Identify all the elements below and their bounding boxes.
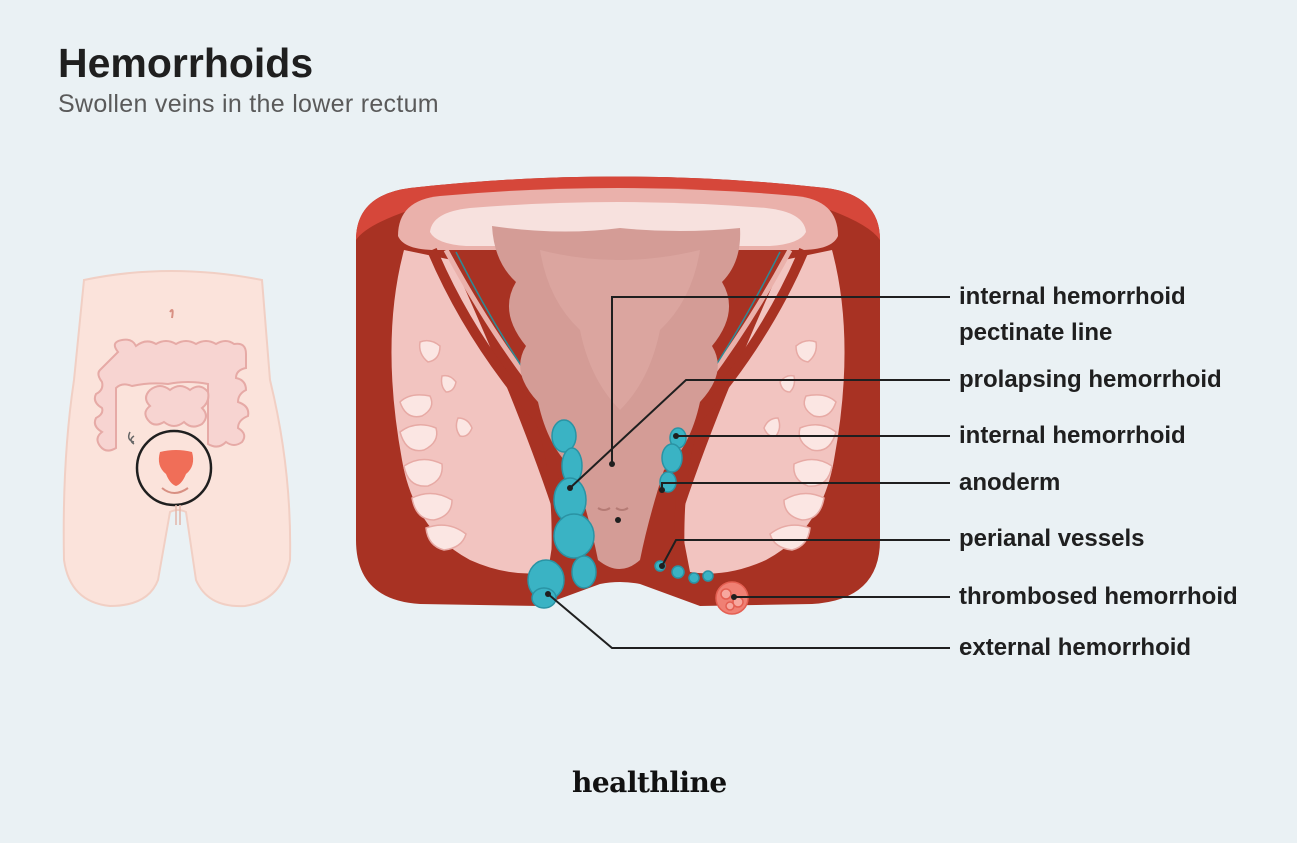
label-perianal-vessels: perianal vessels bbox=[959, 525, 1145, 552]
label-internal-hemorrhoid-2: internal hemorrhoid bbox=[959, 422, 1186, 449]
label-prolapsing-hemorrhoid: prolapsing hemorrhoid bbox=[959, 366, 1222, 393]
label-external-hemorrhoid: external hemorrhoid bbox=[959, 634, 1192, 661]
highlight-circle bbox=[135, 429, 213, 507]
label-pectinate-line: pectinate line bbox=[959, 319, 1113, 346]
page-subtitle: Swollen veins in the lower rectum bbox=[58, 90, 439, 118]
page-title: Hemorrhoids bbox=[58, 40, 314, 86]
colon bbox=[93, 338, 250, 452]
label-anoderm: anoderm bbox=[959, 469, 1061, 496]
body-figure bbox=[62, 270, 292, 608]
rectum-cross-section bbox=[356, 176, 880, 615]
hemorrhoid-veins bbox=[527, 419, 714, 609]
healthline-logo: healthline bbox=[572, 766, 727, 799]
label-thrombosed-hemorrhoid: thrombosed hemorrhoid bbox=[959, 583, 1238, 610]
leader-lines bbox=[547, 296, 950, 649]
label-internal-hemorrhoid: internal hemorrhoid bbox=[959, 283, 1186, 310]
leader-dots bbox=[545, 433, 737, 600]
